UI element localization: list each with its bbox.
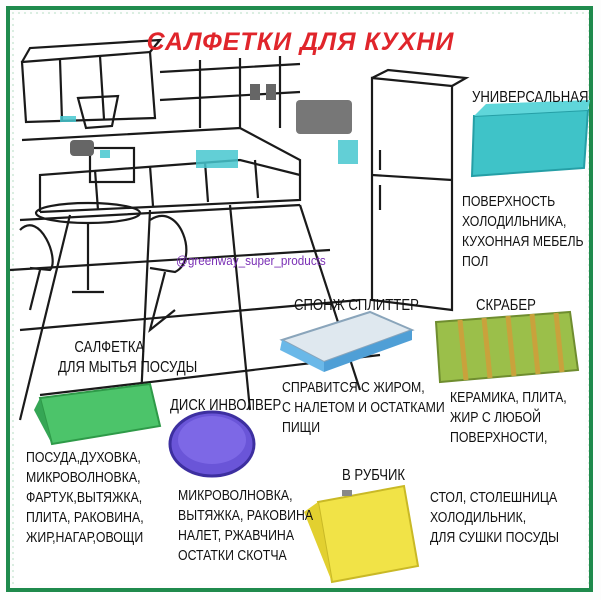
product-disc-involver: ДИСК ИНВОЛВЕР	[170, 396, 281, 416]
product-name: САЛФЕТКА	[74, 339, 145, 356]
use-item: ПОСУДА,ДУХОВКА,	[26, 449, 141, 466]
sponge-splitter-image	[279, 310, 415, 372]
watermark-handle: @greenway_super_products	[176, 253, 326, 268]
use-item: СТОЛ, СТОЛЕШНИЦА	[430, 489, 558, 506]
use-item: ДЛЯ СУШКИ ПОСУДЫ	[430, 529, 560, 546]
kitchen-objects	[70, 84, 352, 156]
kitchen-sketch	[9, 38, 470, 421]
product-scraper: СКРАБЕР	[476, 296, 536, 316]
use-item: ЖИР,НАГАР,ОВОЩИ	[26, 529, 144, 546]
striped-cloth-image	[304, 484, 420, 584]
use-item: МИКРОВОЛНОВКА,	[26, 469, 141, 486]
use-item: ФАРТУК,ВЫТЯЖКА,	[26, 489, 143, 506]
product-name: СПОНЖ СПЛИТТЕР	[294, 297, 419, 314]
product-dish-cloth: САЛФЕТКА ДЛЯ МЫТЬЯ ПОСУДЫ	[58, 338, 197, 378]
product-name-line2: ДЛЯ МЫТЬЯ ПОСУДЫ	[58, 359, 198, 376]
use-item: ПОВЕРХНОСТЬ	[462, 193, 556, 210]
product-disc-involver-uses: МИКРОВОЛНОВКА, ВЫТЯЖКА, РАКОВИНА НАЛЕТ, …	[178, 486, 313, 566]
product-name: СКРАБЕР	[476, 297, 536, 314]
product-striped-cloth-uses: СТОЛ, СТОЛЕШНИЦА ХОЛОДИЛЬНИК, ДЛЯ СУШКИ …	[430, 488, 559, 548]
use-item: С НАЛЕТОМ И ОСТАТКАМИ	[282, 399, 445, 416]
use-item: ЖИР С ЛЮБОЙ	[450, 409, 541, 426]
use-item: ПОЛ	[462, 253, 489, 270]
use-item: КУХОННАЯ МЕБЕЛЬ	[462, 233, 584, 250]
product-sponge-splitter: СПОНЖ СПЛИТТЕР	[294, 296, 419, 316]
disc-involver-image	[168, 410, 256, 478]
use-item: ХОЛОДИЛЬНИК,	[430, 509, 527, 526]
use-item: ХОЛОДИЛЬНИКА,	[462, 213, 567, 230]
dish-cloth-image	[34, 382, 162, 446]
universal-cloth-image	[470, 100, 590, 178]
product-universal: УНИВЕРСАЛЬНАЯ	[472, 88, 588, 108]
product-sponge-splitter-uses: СПРАВИТСЯ С ЖИРОМ, С НАЛЕТОМ И ОСТАТКАМИ…	[282, 378, 445, 438]
page-title: САЛФЕТКИ ДЛЯ КУХНИ	[146, 28, 455, 56]
use-item: НАЛЕТ, РЖАВЧИНА	[178, 527, 295, 544]
use-item: ПОВЕРХНОСТИ,	[450, 429, 548, 446]
use-item: ОСТАТКИ СКОТЧА	[178, 547, 287, 564]
product-name: ДИСК ИНВОЛВЕР	[170, 397, 282, 414]
product-universal-uses: ПОВЕРХНОСТЬ ХОЛОДИЛЬНИКА, КУХОННАЯ МЕБЕЛ…	[462, 192, 584, 272]
use-item: ПЛИТА, РАКОВИНА,	[26, 509, 144, 526]
product-striped-cloth: В РУБЧИК	[342, 466, 405, 486]
use-item: ВЫТЯЖКА, РАКОВИНА	[178, 507, 314, 524]
use-item: МИКРОВОЛНОВКА,	[178, 487, 293, 504]
use-item: СПРАВИТСЯ С ЖИРОМ,	[282, 379, 425, 396]
use-item: КЕРАМИКА, ПЛИТА,	[450, 389, 567, 406]
product-scraper-uses: КЕРАМИКА, ПЛИТА, ЖИР С ЛЮБОЙ ПОВЕРХНОСТИ…	[450, 388, 567, 448]
product-name: УНИВЕРСАЛЬНАЯ	[472, 89, 589, 106]
scraper-image	[434, 310, 580, 384]
product-name: В РУБЧИК	[342, 467, 406, 484]
use-item: ПИЩИ	[282, 419, 321, 436]
sketch-accents	[60, 116, 358, 168]
product-dish-cloth-uses: ПОСУДА,ДУХОВКА, МИКРОВОЛНОВКА, ФАРТУК,ВЫ…	[26, 448, 144, 548]
